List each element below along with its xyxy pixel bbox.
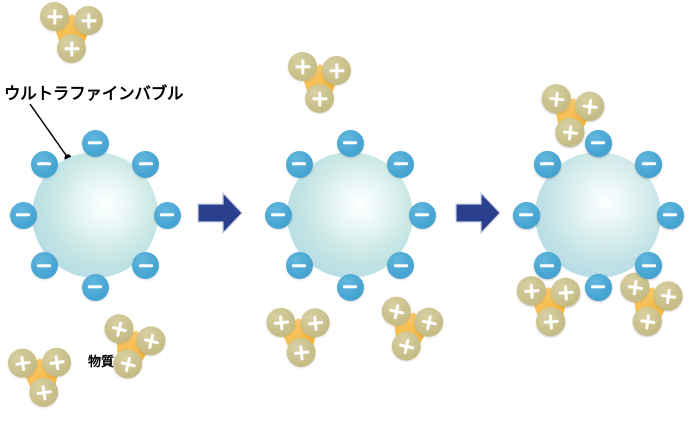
- plus-charge-icon: [57, 34, 86, 63]
- minus-charge-icon: [635, 150, 663, 178]
- arrow-stage-1-to-2: [197, 192, 243, 234]
- minus-charge-icon: [336, 129, 364, 157]
- free-molecule-top-left: [40, 2, 104, 64]
- minus-charge-icon: [30, 150, 58, 178]
- minus-charge-icon: [387, 252, 415, 280]
- substance-label: 物質: [88, 354, 115, 369]
- minus-charge-icon: [533, 150, 561, 178]
- minus-charge-icon: [285, 150, 313, 178]
- ultrafine-bubble-leader-line: [29, 103, 69, 159]
- free-molecule-bottom-center: [93, 311, 170, 387]
- minus-charge-icon: [584, 273, 612, 301]
- minus-charge-icon: [336, 273, 364, 301]
- minus-charge-icon: [512, 201, 540, 229]
- adsorbed-molecule-bottom-right-overlay: [614, 270, 686, 341]
- free-molecule-below-right: [372, 294, 447, 368]
- plus-charge-icon: [322, 56, 351, 85]
- minus-charge-icon: [408, 201, 436, 229]
- plus-charge-icon: [305, 84, 334, 113]
- minus-charge-icon: [132, 150, 160, 178]
- free-molecule-bottom-left: [5, 342, 78, 412]
- free-molecule-below-left: [264, 303, 335, 371]
- minus-charge-icon: [30, 252, 58, 280]
- minus-charge-icon: [9, 201, 37, 229]
- minus-charge-icon: [387, 150, 415, 178]
- minus-charge-icon: [533, 252, 561, 280]
- minus-charge-icon: [153, 201, 181, 229]
- minus-charge-icon: [285, 252, 313, 280]
- minus-charge-icon: [584, 129, 612, 157]
- plus-charge-icon: [40, 2, 69, 31]
- adsorbed-molecule-bottom-left-overlay: [515, 273, 584, 339]
- minus-charge-icon: [264, 201, 292, 229]
- minus-charge-icon: [635, 252, 663, 280]
- minus-charge-icon: [81, 129, 109, 157]
- plus-charge-icon: [74, 6, 103, 35]
- plus-charge-icon: [288, 52, 317, 81]
- minus-charge-icon: [132, 252, 160, 280]
- minus-charge-icon: [81, 273, 109, 301]
- arrow-stage-2-to-3: [455, 192, 501, 234]
- free-molecule-above: [288, 52, 352, 114]
- minus-charge-icon: [656, 201, 684, 229]
- ultrafine-bubble-label: ウルトラファインバブル: [4, 85, 184, 103]
